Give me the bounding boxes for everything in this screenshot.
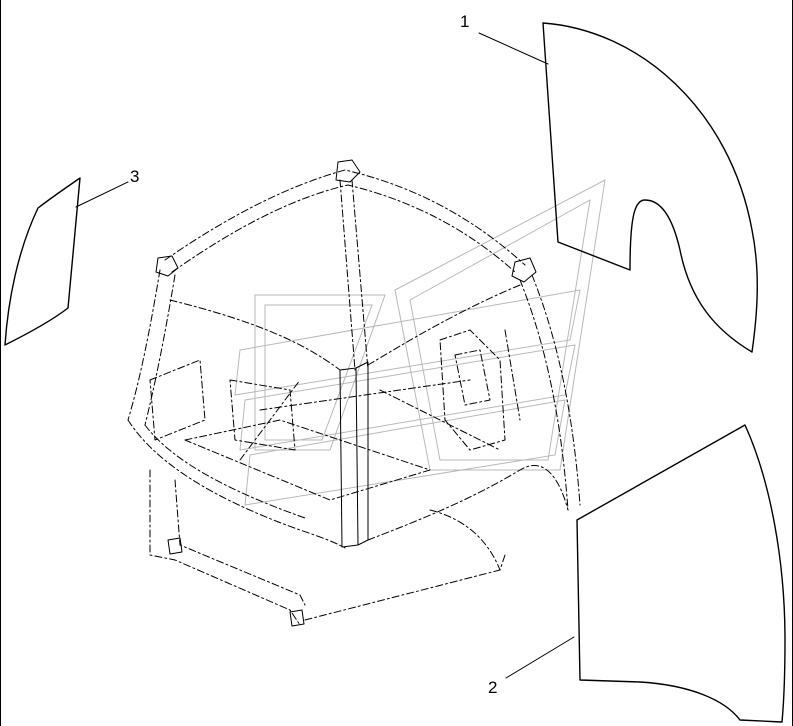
leader-line-2 xyxy=(505,636,575,679)
glass-panel-2 xyxy=(576,424,786,723)
glass-panel-3 xyxy=(4,177,81,346)
leader-line-3 xyxy=(75,181,129,208)
callout-1: 1 xyxy=(460,12,549,65)
cab-frame xyxy=(127,159,581,627)
callout-2: 2 xyxy=(488,636,575,697)
callout-label-3: 3 xyxy=(130,167,139,186)
callout-3: 3 xyxy=(75,167,139,208)
callout-label-1: 1 xyxy=(460,12,469,31)
callout-label-2: 2 xyxy=(488,678,497,697)
watermark-logo xyxy=(234,179,606,506)
leader-line-1 xyxy=(478,32,549,65)
glass-panel-1 xyxy=(542,22,758,353)
